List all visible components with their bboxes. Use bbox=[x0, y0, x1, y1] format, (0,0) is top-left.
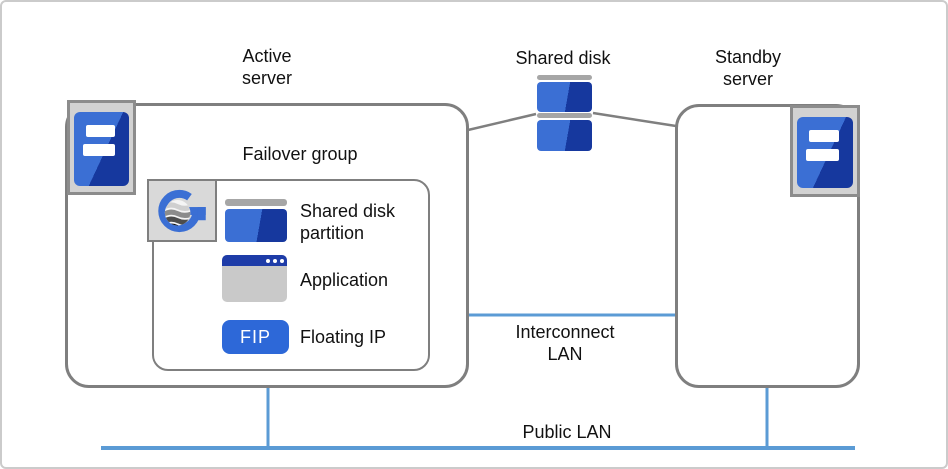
app-dot-icon bbox=[280, 258, 284, 263]
server-tower-icon bbox=[797, 117, 853, 188]
disk-platter-icon bbox=[225, 209, 287, 242]
disk-to-standby-line bbox=[592, 111, 677, 128]
shared-disk-label: Shared disk bbox=[515, 48, 611, 68]
server-slot-icon bbox=[86, 125, 115, 137]
application-window-icon bbox=[222, 255, 287, 302]
shared-disk-icon bbox=[537, 75, 592, 151]
disk-platter-icon bbox=[537, 82, 592, 112]
shared-disk-partition-icon bbox=[225, 199, 287, 242]
active-server-label: Active server bbox=[241, 46, 292, 88]
server-slot-icon bbox=[809, 130, 839, 142]
disk-cap-icon bbox=[537, 113, 592, 118]
active-server-box bbox=[65, 103, 469, 388]
disk-platter-icon bbox=[537, 120, 592, 151]
app-dot-icon bbox=[266, 258, 270, 263]
shared-disk-partition-label: Shared disk partition bbox=[300, 201, 396, 243]
expresscluster-logo-icon bbox=[147, 179, 217, 242]
disk-to-active-line bbox=[467, 112, 537, 132]
floating-ip-label: Floating IP bbox=[300, 327, 387, 347]
standby-server-label: Standby server bbox=[714, 47, 782, 89]
server-slot-icon bbox=[806, 149, 839, 161]
disk-cap-icon bbox=[537, 75, 592, 80]
active-server-icon bbox=[67, 100, 136, 195]
app-titlebar-icon bbox=[222, 255, 287, 266]
application-label: Application bbox=[300, 270, 389, 290]
interconnect-lan-label: Interconnect LAN bbox=[515, 322, 615, 364]
standby-server-box bbox=[675, 104, 860, 388]
failover-group-label: Failover group bbox=[242, 144, 358, 164]
app-dot-icon bbox=[273, 258, 277, 263]
public-lan-label: Public LAN bbox=[522, 422, 612, 442]
disk-cap-icon bbox=[225, 199, 287, 206]
floating-ip-badge: FIP bbox=[222, 320, 289, 354]
fip-badge-text: FIP bbox=[239, 326, 271, 347]
server-slot-icon bbox=[83, 144, 115, 156]
standby-server-icon bbox=[790, 105, 860, 197]
cluster-logo-glyph-icon bbox=[158, 189, 206, 232]
server-tower-icon bbox=[74, 112, 129, 186]
